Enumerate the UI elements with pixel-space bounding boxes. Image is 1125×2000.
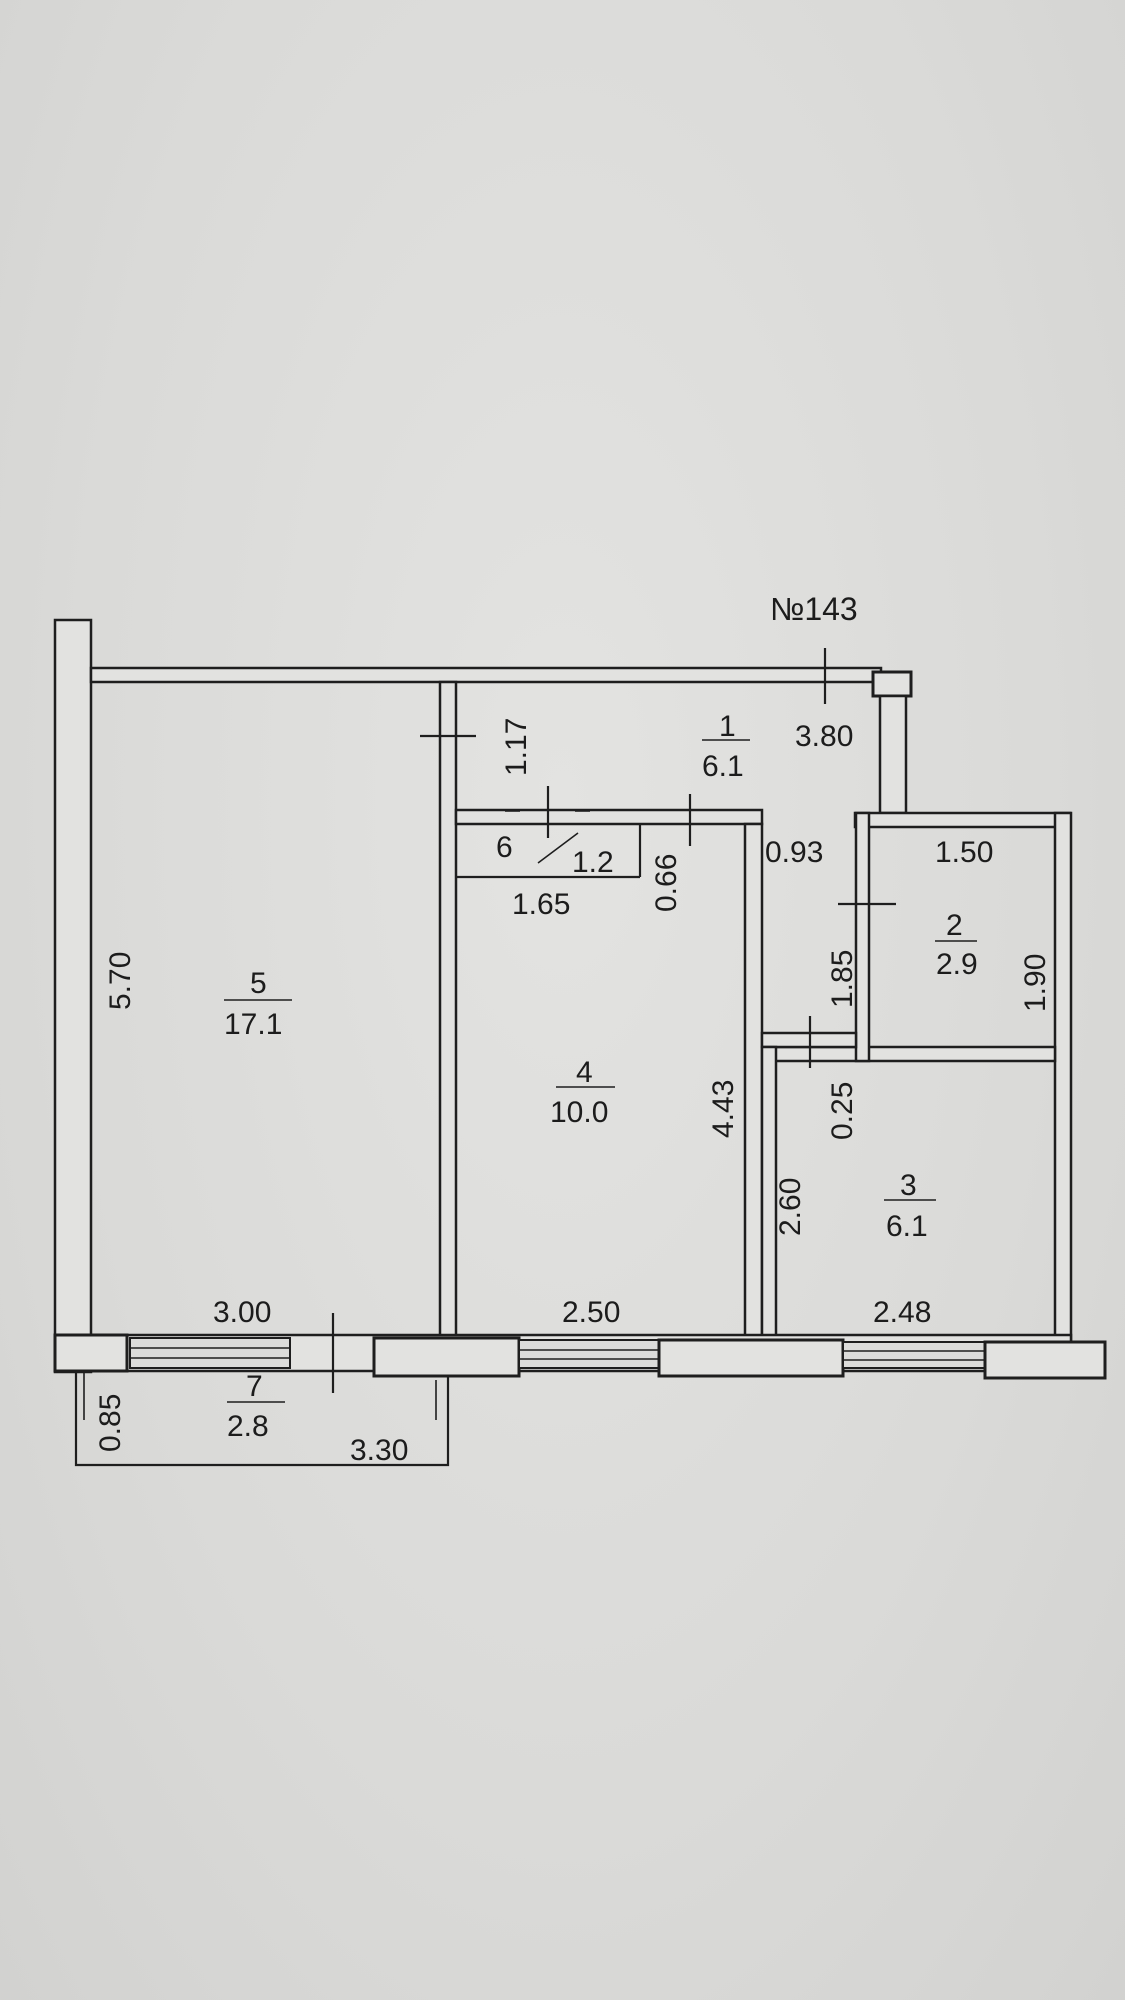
wall-bath-top xyxy=(853,811,1072,829)
room-7-id: 7 xyxy=(246,1370,263,1403)
wall-closet-top xyxy=(454,808,764,826)
wall-vent-duct xyxy=(878,694,908,815)
window-2 xyxy=(518,1339,660,1369)
room-3-area: 6.1 xyxy=(886,1210,928,1243)
vent-block xyxy=(871,670,913,698)
room-4-area: 10.0 xyxy=(550,1096,608,1129)
dim-165: 1.65 xyxy=(512,888,570,921)
apartment-number: №143 xyxy=(770,591,858,627)
dim-025: 0.25 xyxy=(826,1082,859,1140)
wall-pier-2 xyxy=(983,1340,1107,1380)
dim-443: 4.43 xyxy=(707,1080,740,1138)
dim-085: 0.85 xyxy=(94,1394,127,1452)
dim-570: 5.70 xyxy=(104,952,137,1010)
balcony-door xyxy=(372,1336,521,1378)
room-5-area: 17.1 xyxy=(224,1008,282,1041)
room-5-id: 5 xyxy=(250,967,267,1000)
dim-300: 3.00 xyxy=(213,1296,271,1329)
wall-top xyxy=(89,666,883,684)
dim-190: 1.90 xyxy=(1019,954,1052,1012)
wall-pier-1 xyxy=(657,1338,845,1378)
dim-380: 3.80 xyxy=(795,720,853,753)
room-6-area: 1.2 xyxy=(572,846,614,879)
room-1-area: 6.1 xyxy=(702,750,744,783)
dim-117: 1.17 xyxy=(500,718,533,776)
wall-room5-right xyxy=(438,680,458,1344)
window-3 xyxy=(842,1341,986,1369)
room-1-id: 1 xyxy=(719,710,736,743)
closet-diagonal xyxy=(537,832,579,864)
wall-bath-bottom xyxy=(761,1045,1057,1063)
room-7-area: 2.8 xyxy=(227,1410,269,1443)
room-2-id: 2 xyxy=(946,909,963,942)
dim-150: 1.50 xyxy=(935,836,993,869)
room-2-area: 2.9 xyxy=(936,948,978,981)
dim-093: 0.93 xyxy=(765,836,823,869)
wall-right-outer xyxy=(1053,811,1073,1343)
dim-248: 2.48 xyxy=(873,1296,931,1329)
wall-bath-left xyxy=(854,811,871,1063)
balcony-outline xyxy=(74,1371,450,1467)
window-1 xyxy=(129,1337,291,1369)
dim-250: 2.50 xyxy=(562,1296,620,1329)
dim-260: 2.60 xyxy=(774,1178,807,1236)
wall-left-outer xyxy=(53,618,93,1374)
wall-corner-bl xyxy=(53,1333,129,1373)
room-6-id: 6 xyxy=(496,831,513,864)
dim-066: 0.66 xyxy=(650,854,683,912)
dim-185: 1.85 xyxy=(826,950,859,1008)
wall-room4-right xyxy=(743,822,764,1343)
room-4-id: 4 xyxy=(576,1056,593,1089)
dim-330: 3.30 xyxy=(350,1434,408,1467)
room-3-id: 3 xyxy=(900,1169,917,1202)
